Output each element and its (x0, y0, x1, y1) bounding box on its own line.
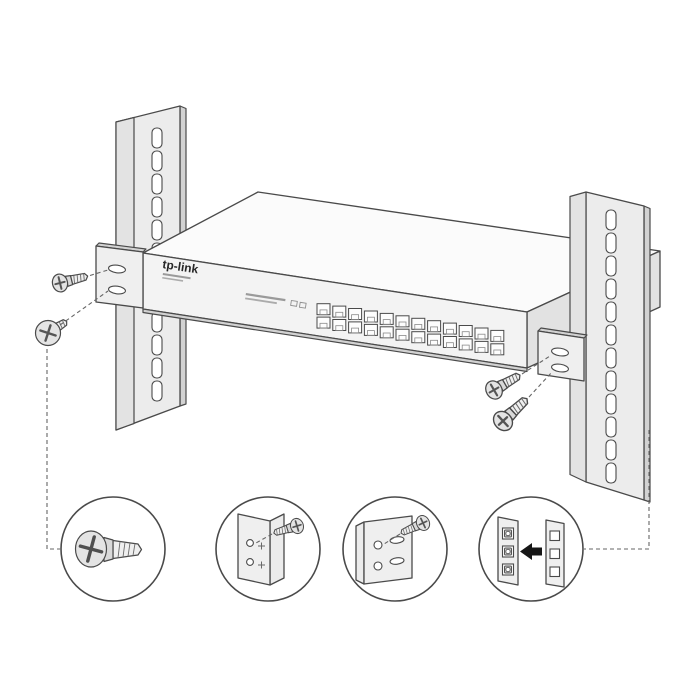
rj45-port (427, 333, 442, 346)
rj45-port (316, 316, 331, 329)
rj45-port-pins (430, 339, 439, 346)
right-bracket-screw-detail-icon (355, 512, 433, 585)
bracket-slot-hole (551, 347, 569, 357)
rj45-port-pins (351, 314, 360, 320)
callout-left-bracket-detail (215, 496, 321, 602)
switch-bottom-lip (142, 308, 528, 373)
rj45-port (395, 328, 410, 341)
rj45-port (490, 343, 505, 356)
rj45-port-pins (382, 319, 391, 325)
rj45-port-pins (319, 322, 328, 329)
bracket-slot-hole (551, 363, 569, 373)
rj45-port (458, 325, 473, 337)
rj45-port (379, 312, 394, 325)
rj45-port-pins (430, 326, 439, 333)
rj45-port-pins (335, 311, 344, 318)
rj45-port (411, 331, 426, 344)
bracket-slot-hole (108, 264, 126, 274)
brand-logo: tp-link (162, 257, 200, 276)
rj45-port-pins (445, 328, 454, 335)
rj45-port (363, 310, 378, 323)
guide-right-upper (521, 355, 551, 375)
rj45-port (442, 336, 457, 348)
left-bracket-screw-detail-icon (237, 513, 307, 586)
rj45-port-pins (398, 334, 407, 341)
bracket-slot-hole (108, 285, 126, 295)
alignment-guides (46, 269, 650, 550)
cage-nut-arrow-icon (520, 543, 542, 560)
callout-cage-nut-detail (478, 496, 584, 602)
guide-left-upper (89, 269, 109, 277)
rj45-port-pins (414, 337, 423, 344)
rj45-port (395, 315, 410, 328)
rj45-port (363, 323, 378, 336)
rj45-port-pins (445, 342, 454, 348)
rj45-port-pins (398, 321, 407, 328)
rj45-port-pins (382, 332, 391, 339)
rj45-port (474, 327, 489, 340)
rj45-port-pins (319, 309, 328, 316)
guide-right-lower (528, 371, 553, 398)
rj45-port (490, 329, 505, 342)
right-mounting-bracket (537, 327, 588, 382)
rj45-port-pins (366, 330, 375, 336)
screw-left-lower (34, 319, 68, 347)
rj45-port (332, 305, 347, 318)
screw-detail-icon (74, 530, 143, 568)
right-rail-slots (605, 209, 617, 484)
left-mounting-bracket (95, 242, 147, 309)
rj45-port (442, 322, 457, 335)
rj45-port-pins (414, 324, 423, 330)
rj45-port (348, 321, 363, 334)
callout-right-bracket-detail (342, 496, 448, 602)
callout-screw-detail (60, 496, 166, 602)
guide-right-callout (584, 430, 650, 550)
rj45-port (348, 308, 363, 320)
rj45-port-pins (493, 336, 502, 342)
screw-left-upper (49, 266, 91, 295)
rj45-port (316, 303, 331, 316)
rj45-port-pins (351, 327, 360, 334)
guide-left-callout (46, 349, 60, 550)
right-rack-rail (569, 191, 651, 503)
rj45-port-pins (461, 344, 470, 351)
rj45-port (379, 326, 394, 339)
rj45-port (332, 319, 347, 331)
rj45-port-pins (493, 349, 502, 356)
rj45-port (458, 338, 473, 351)
rj45-port (411, 317, 426, 330)
rj45-port-pins (461, 331, 470, 337)
switch-ports (316, 303, 505, 356)
rj45-port-pins (477, 347, 486, 353)
rj45-port (427, 320, 442, 333)
cage-nut-detail-icon (497, 516, 565, 588)
guide-left-lower (59, 290, 109, 326)
rj45-port-pins (335, 325, 344, 331)
rj45-port-pins (366, 316, 375, 323)
screw-right-upper (481, 365, 526, 404)
model-fine-print (162, 273, 191, 282)
rj45-port (474, 340, 489, 353)
rj45-port-pins (477, 333, 486, 340)
spec-fine-print (245, 293, 307, 309)
